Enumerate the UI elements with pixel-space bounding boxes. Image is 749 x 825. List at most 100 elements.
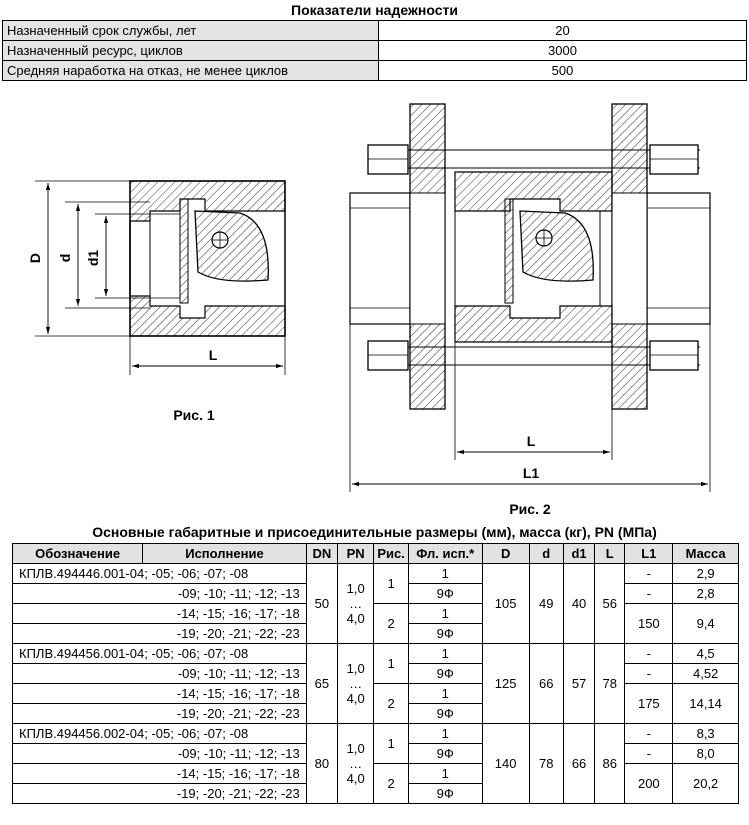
- table-row: -19; -20; -21; -22; -23 9Ф: [12, 703, 739, 724]
- fig-cell: 1: [373, 643, 409, 684]
- flange-cell: 9Ф: [407, 623, 483, 644]
- pn-cell: 1,0…4,0: [336, 563, 375, 644]
- figure-2: L L1 Рис. 2: [349, 103, 711, 517]
- figure-1: D d d1 L Рис. 1: [27, 180, 286, 423]
- dim-label-L: L: [209, 347, 218, 363]
- dim-label-d: d: [57, 254, 73, 263]
- dim-label-L1: L1: [523, 465, 540, 481]
- table-row: Средняя наработка на отказ, не менее цик…: [2, 60, 747, 81]
- d-cell: 49: [528, 563, 564, 644]
- dim-label-d1: d1: [85, 250, 101, 267]
- dn-cell: 65: [305, 643, 338, 724]
- flange-cell: 9Ф: [407, 783, 483, 804]
- designation-cell: КПЛВ.494456.001-04; -05; -06; -07; -08: [12, 643, 307, 664]
- column-header: DN: [305, 543, 338, 564]
- mass-cell: 20,2: [672, 763, 739, 804]
- flange-cell: 1: [407, 603, 483, 624]
- fig-cell: 1: [373, 723, 409, 764]
- flange-cell: 1: [407, 563, 483, 584]
- column-header: Обозначение: [11, 543, 144, 564]
- flange-cell: 9Ф: [407, 663, 483, 684]
- column-header: Масса: [672, 543, 739, 564]
- reliability-title: Показатели надежности: [291, 2, 458, 18]
- d-cell: 66: [528, 643, 564, 724]
- variant-cell: -09; -10; -11; -12; -13: [12, 743, 307, 764]
- variant-cell: -14; -15; -16; -17; -18: [12, 603, 307, 624]
- L1-cell: 175: [624, 683, 674, 724]
- column-header: d1: [562, 543, 596, 564]
- table-row: -14; -15; -16; -17; -18 2 1 150 9,4: [12, 603, 739, 644]
- fig-cell: 2: [373, 683, 409, 724]
- column-header: PN: [336, 543, 375, 564]
- mass-cell: 2,8: [672, 583, 739, 604]
- L1-cell: 150: [624, 603, 674, 644]
- L1-cell: -: [624, 723, 674, 744]
- fig-cell: 2: [373, 603, 409, 644]
- mass-cell: 8,3: [672, 723, 739, 744]
- pn-cell: 1,0…4,0: [336, 723, 375, 804]
- column-header: L: [594, 543, 626, 564]
- pn-cell: 1,0…4,0: [336, 643, 375, 724]
- column-header: D: [481, 543, 530, 564]
- column-header: d: [528, 543, 564, 564]
- table-row: КПЛВ.494456.001-04; -05; -06; -07; -08 6…: [12, 643, 739, 724]
- fig2-caption: Рис. 2: [509, 501, 551, 517]
- d1-cell: 66: [562, 723, 596, 804]
- mass-cell: 4,5: [672, 643, 739, 664]
- variant-cell: -19; -20; -21; -22; -23: [12, 623, 307, 644]
- reliability-label: Назначенный срок службы, лет: [2, 20, 379, 41]
- mass-cell: 14,14: [672, 683, 739, 724]
- variant-cell: -09; -10; -11; -12; -13: [12, 663, 307, 684]
- mass-cell: 9,4: [672, 603, 739, 644]
- variant-cell: -14; -15; -16; -17; -18: [12, 683, 307, 704]
- flange-cell: 9Ф: [407, 743, 483, 764]
- D-cell: 105: [481, 563, 530, 644]
- flange-cell: 1: [407, 683, 483, 704]
- column-header: Исполнение: [142, 543, 307, 564]
- flange-cell: 9Ф: [407, 583, 483, 604]
- variant-cell: -09; -10; -11; -12; -13: [12, 583, 307, 604]
- flange-cell: 1: [407, 723, 483, 744]
- D-cell: 125: [481, 643, 530, 724]
- mass-cell: 2,9: [672, 563, 739, 584]
- variant-cell: -19; -20; -21; -22; -23: [12, 703, 307, 724]
- dim-label-D: D: [27, 253, 43, 263]
- table-header-row: Обозначение Исполнение DN PN Рис. Фл. ис…: [11, 543, 739, 564]
- table-row: -14; -15; -16; -17; -18 2 1 200 20,2: [12, 763, 739, 804]
- L-cell: 86: [594, 723, 626, 804]
- fig1-caption: Рис. 1: [173, 407, 215, 423]
- L1-cell: -: [624, 583, 674, 604]
- column-header: Фл. исп.*: [407, 543, 483, 564]
- dn-cell: 50: [305, 563, 338, 644]
- column-header: L1: [624, 543, 674, 564]
- flange-cell: 1: [407, 763, 483, 784]
- L1-cell: -: [624, 563, 674, 584]
- fig-cell: 2: [373, 763, 409, 804]
- L1-cell: -: [624, 643, 674, 664]
- flange-cell: 9Ф: [407, 703, 483, 724]
- reliability-value: 500: [378, 60, 747, 81]
- mass-cell: 8,0: [672, 743, 739, 764]
- L-cell: 78: [594, 643, 626, 724]
- variant-cell: -14; -15; -16; -17; -18: [12, 763, 307, 784]
- mass-cell: 4,52: [672, 663, 739, 684]
- L1-cell: -: [624, 663, 674, 684]
- d-cell: 78: [528, 723, 564, 804]
- reliability-label: Средняя наработка на отказ, не менее цик…: [2, 60, 379, 81]
- dim-label-L-fig2: L: [527, 433, 536, 449]
- table-row: -09; -10; -11; -12; -13 9Ф - 4,52: [12, 663, 739, 684]
- d1-cell: 40: [562, 563, 596, 644]
- technical-drawing: D d d1 L Рис. 1: [27, 103, 711, 517]
- dimensions-table: Обозначение Исполнение DN PN Рис. Фл. ис…: [11, 543, 739, 804]
- variant-cell: -19; -20; -21; -22; -23: [12, 783, 307, 804]
- table-row: -19; -20; -21; -22; -23 9Ф: [12, 783, 739, 804]
- fig-cell: 1: [373, 563, 409, 604]
- designation-cell: КПЛВ.494456.002-04; -05; -06; -07; -08: [12, 723, 307, 744]
- designation-cell: КПЛВ.494446.001-04; -05; -06; -07; -08: [12, 563, 307, 584]
- D-cell: 140: [481, 723, 530, 804]
- table-row: -14; -15; -16; -17; -18 2 1 175 14,14: [12, 683, 739, 724]
- reliability-label: Назначенный ресурс, циклов: [2, 40, 379, 61]
